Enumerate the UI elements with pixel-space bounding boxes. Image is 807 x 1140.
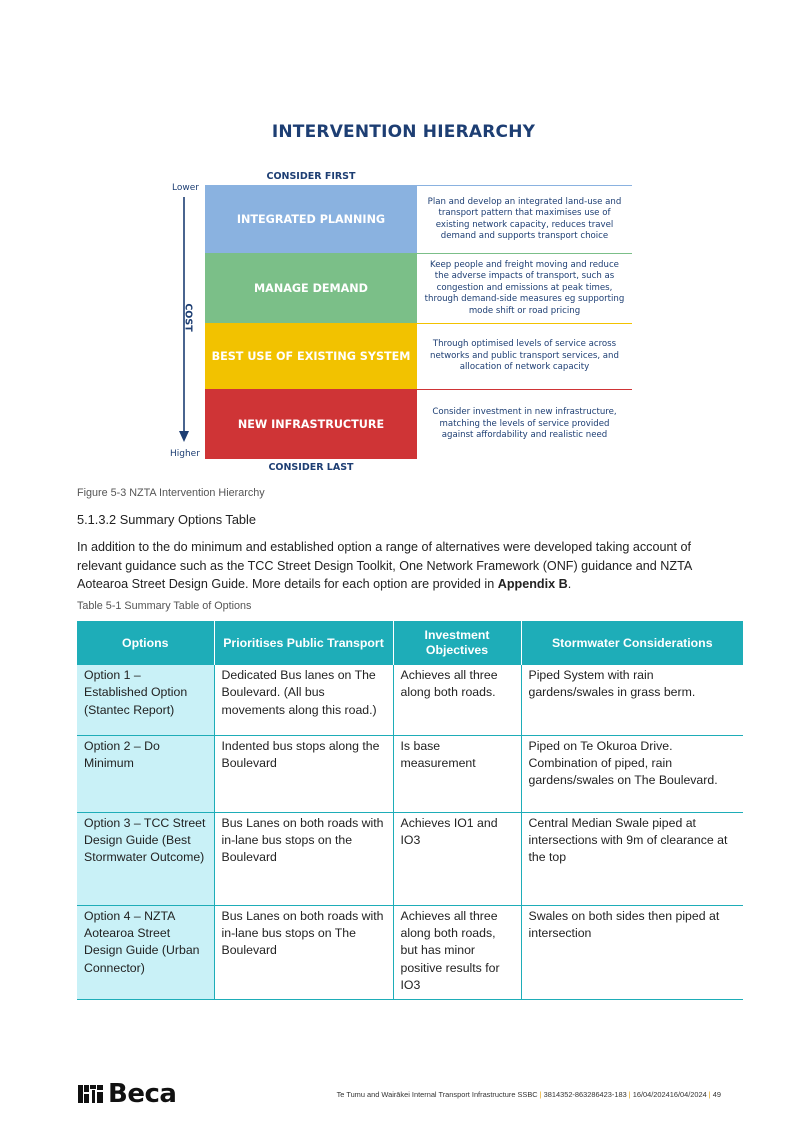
band-best-use-description: Through optimised levels of service acro… xyxy=(417,323,632,389)
page-number: 49 xyxy=(712,1090,721,1099)
figure-title: INTERVENTION HIERARCHY xyxy=(271,122,536,142)
band-manage-demand: MANAGE DEMAND xyxy=(205,253,417,323)
table-row: Option 2 – Do Minimum Indented bus stops… xyxy=(77,735,743,813)
table-row: Option 4 – NZTA Aotearoa Street Design G… xyxy=(77,905,743,1000)
transport-cell: Bus Lanes on both roads with in-lane bus… xyxy=(213,812,393,906)
table-caption: Table 5-1 Summary Table of Options xyxy=(77,600,252,612)
band-integrated-planning-description: Plan and develop an integrated land-use … xyxy=(417,185,632,253)
header-stormwater: Stormwater Considerations xyxy=(521,621,743,665)
header-options: Options xyxy=(77,621,215,665)
section-heading: 5.1.3.2 Summary Options Table xyxy=(77,512,257,527)
stormwater-cell: Piped System with rain gardens/swales in… xyxy=(520,665,743,736)
header-public-transport: Prioritises Public Transport xyxy=(214,621,394,665)
beca-logo-icon xyxy=(78,1085,103,1103)
transport-cell: Bus Lanes on both roads with in-lane bus… xyxy=(213,905,393,1000)
option-cell: Option 3 – TCC Street Design Guide (Best… xyxy=(77,812,214,906)
header-investment-objectives: Investment Objectives xyxy=(393,621,522,665)
band-new-infrastructure: NEW INFRASTRUCTURE xyxy=(205,389,417,459)
summary-options-table: Options Prioritises Public Transport Inv… xyxy=(77,621,743,1000)
beca-logo-text: Beca xyxy=(108,1079,177,1109)
footer-project: Te Tumu and Wairākei Internal Transport … xyxy=(336,1090,538,1099)
axis-cost-label: COST xyxy=(182,303,194,332)
table-header-row: Options Prioritises Public Transport Inv… xyxy=(77,621,743,665)
table-row: Option 1 – Established Option (Stantec R… xyxy=(77,665,743,736)
objectives-cell: Achieves IO1 and IO3 xyxy=(392,812,521,906)
consider-last-label: CONSIDER LAST xyxy=(268,462,354,473)
axis-higher-label: Higher xyxy=(170,449,200,459)
table-row: Option 3 – TCC Street Design Guide (Best… xyxy=(77,812,743,906)
band-manage-demand-description: Keep people and freight moving and reduc… xyxy=(417,253,632,323)
stormwater-cell: Swales on both sides then piped at inter… xyxy=(520,905,743,1000)
band-new-infrastructure-description: Consider investment in new infrastructur… xyxy=(417,389,632,459)
appendix-reference: Appendix B xyxy=(497,577,568,591)
transport-cell: Indented bus stops along the Boulevard xyxy=(213,735,393,813)
option-cell: Option 1 – Established Option (Stantec R… xyxy=(77,665,214,736)
footer-date: 16/04/202416/04/2024 xyxy=(632,1090,707,1099)
band-best-use-existing-system: BEST USE OF EXISTING SYSTEM xyxy=(205,323,417,389)
section-paragraph: In addition to the do minimum and establ… xyxy=(77,540,692,591)
stormwater-cell: Piped on Te Okuroa Drive. Combination of… xyxy=(520,735,743,813)
band-integrated-planning: INTEGRATED PLANNING xyxy=(205,185,417,253)
option-cell: Option 2 – Do Minimum xyxy=(77,735,214,813)
objectives-cell: Achieves all three along both roads. xyxy=(392,665,521,736)
objectives-cell: Achieves all three along both roads, but… xyxy=(392,905,521,1000)
cost-arrow-icon xyxy=(179,197,189,442)
figure-caption: Figure 5-3 NZTA Intervention Hierarchy xyxy=(77,487,265,499)
footer-doc-ref: 3814352-863286423-183 xyxy=(543,1090,627,1099)
axis-lower-label: Lower xyxy=(172,183,199,193)
page-footer: Te Tumu and Wairākei Internal Transport … xyxy=(336,1090,721,1099)
transport-cell: Dedicated Bus lanes on The Boulevard. (A… xyxy=(213,665,393,736)
stormwater-cell: Central Median Swale piped at intersecti… xyxy=(520,812,743,906)
consider-first-label: CONSIDER FIRST xyxy=(266,171,356,182)
beca-logo: Beca xyxy=(78,1079,177,1109)
option-cell: Option 4 – NZTA Aotearoa Street Design G… xyxy=(77,905,214,1000)
objectives-cell: Is base measurement xyxy=(392,735,521,813)
